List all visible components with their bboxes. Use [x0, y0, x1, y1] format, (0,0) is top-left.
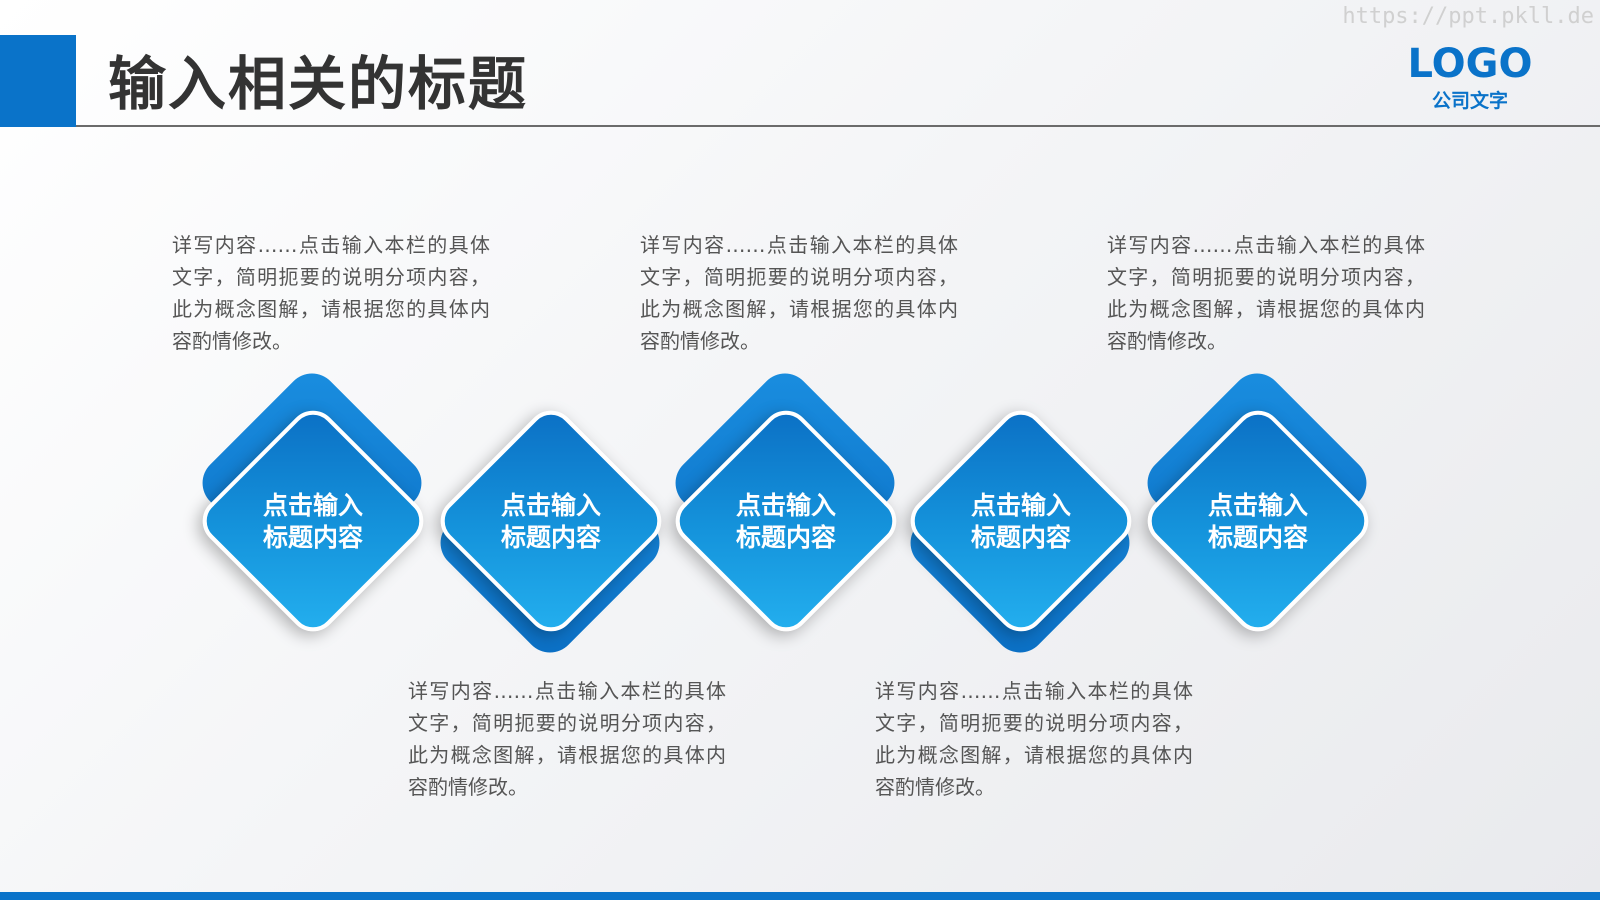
step-3-label-line1: 点击输入 — [735, 491, 836, 520]
step-4-label[interactable]: 点击输入 标题内容 — [946, 490, 1096, 554]
watermark-url: https://ppt.pkll.de — [1342, 4, 1594, 29]
step-2-label-line1: 点击输入 — [500, 491, 601, 520]
step-5-label[interactable]: 点击输入 标题内容 — [1183, 490, 1333, 554]
step-4-description[interactable]: 详写内容……点击输入本栏的具体文字，简明扼要的说明分项内容，此为概念图解，请根据… — [875, 679, 1193, 799]
title-accent-block — [0, 35, 76, 127]
step-5-label-line1: 点击输入 — [1207, 491, 1308, 520]
logo: LOGO 公司文字 — [1400, 40, 1540, 114]
step-3-label[interactable]: 点击输入 标题内容 — [711, 490, 861, 554]
page-title[interactable]: 输入相关的标题 — [108, 50, 529, 118]
bottom-accent-bar — [0, 892, 1600, 900]
step-3-description[interactable]: 详写内容……点击输入本栏的具体文字，简明扼要的说明分项内容，此为概念图解，请根据… — [640, 233, 958, 353]
step-5-description[interactable]: 详写内容……点击输入本栏的具体文字，简明扼要的说明分项内容，此为概念图解，请根据… — [1107, 233, 1425, 353]
step-3-label-line2: 标题内容 — [735, 523, 836, 552]
step-2-label-line2: 标题内容 — [500, 523, 601, 552]
step-1-label-line2: 标题内容 — [262, 523, 363, 552]
step-1-label-line1: 点击输入 — [262, 491, 363, 520]
step-4-label-line1: 点击输入 — [970, 491, 1071, 520]
step-1-description[interactable]: 详写内容……点击输入本栏的具体文字，简明扼要的说明分项内容，此为概念图解，请根据… — [172, 233, 490, 353]
title-underline — [76, 125, 1600, 127]
step-2-description[interactable]: 详写内容……点击输入本栏的具体文字，简明扼要的说明分项内容，此为概念图解，请根据… — [408, 679, 726, 799]
logo-text: LOGO — [1407, 41, 1533, 87]
step-4-label-line2: 标题内容 — [970, 523, 1071, 552]
step-5-label-line2: 标题内容 — [1207, 523, 1308, 552]
logo-subtitle: 公司文字 — [1431, 90, 1508, 112]
step-2-label[interactable]: 点击输入 标题内容 — [476, 490, 626, 554]
step-1-label[interactable]: 点击输入 标题内容 — [238, 490, 388, 554]
